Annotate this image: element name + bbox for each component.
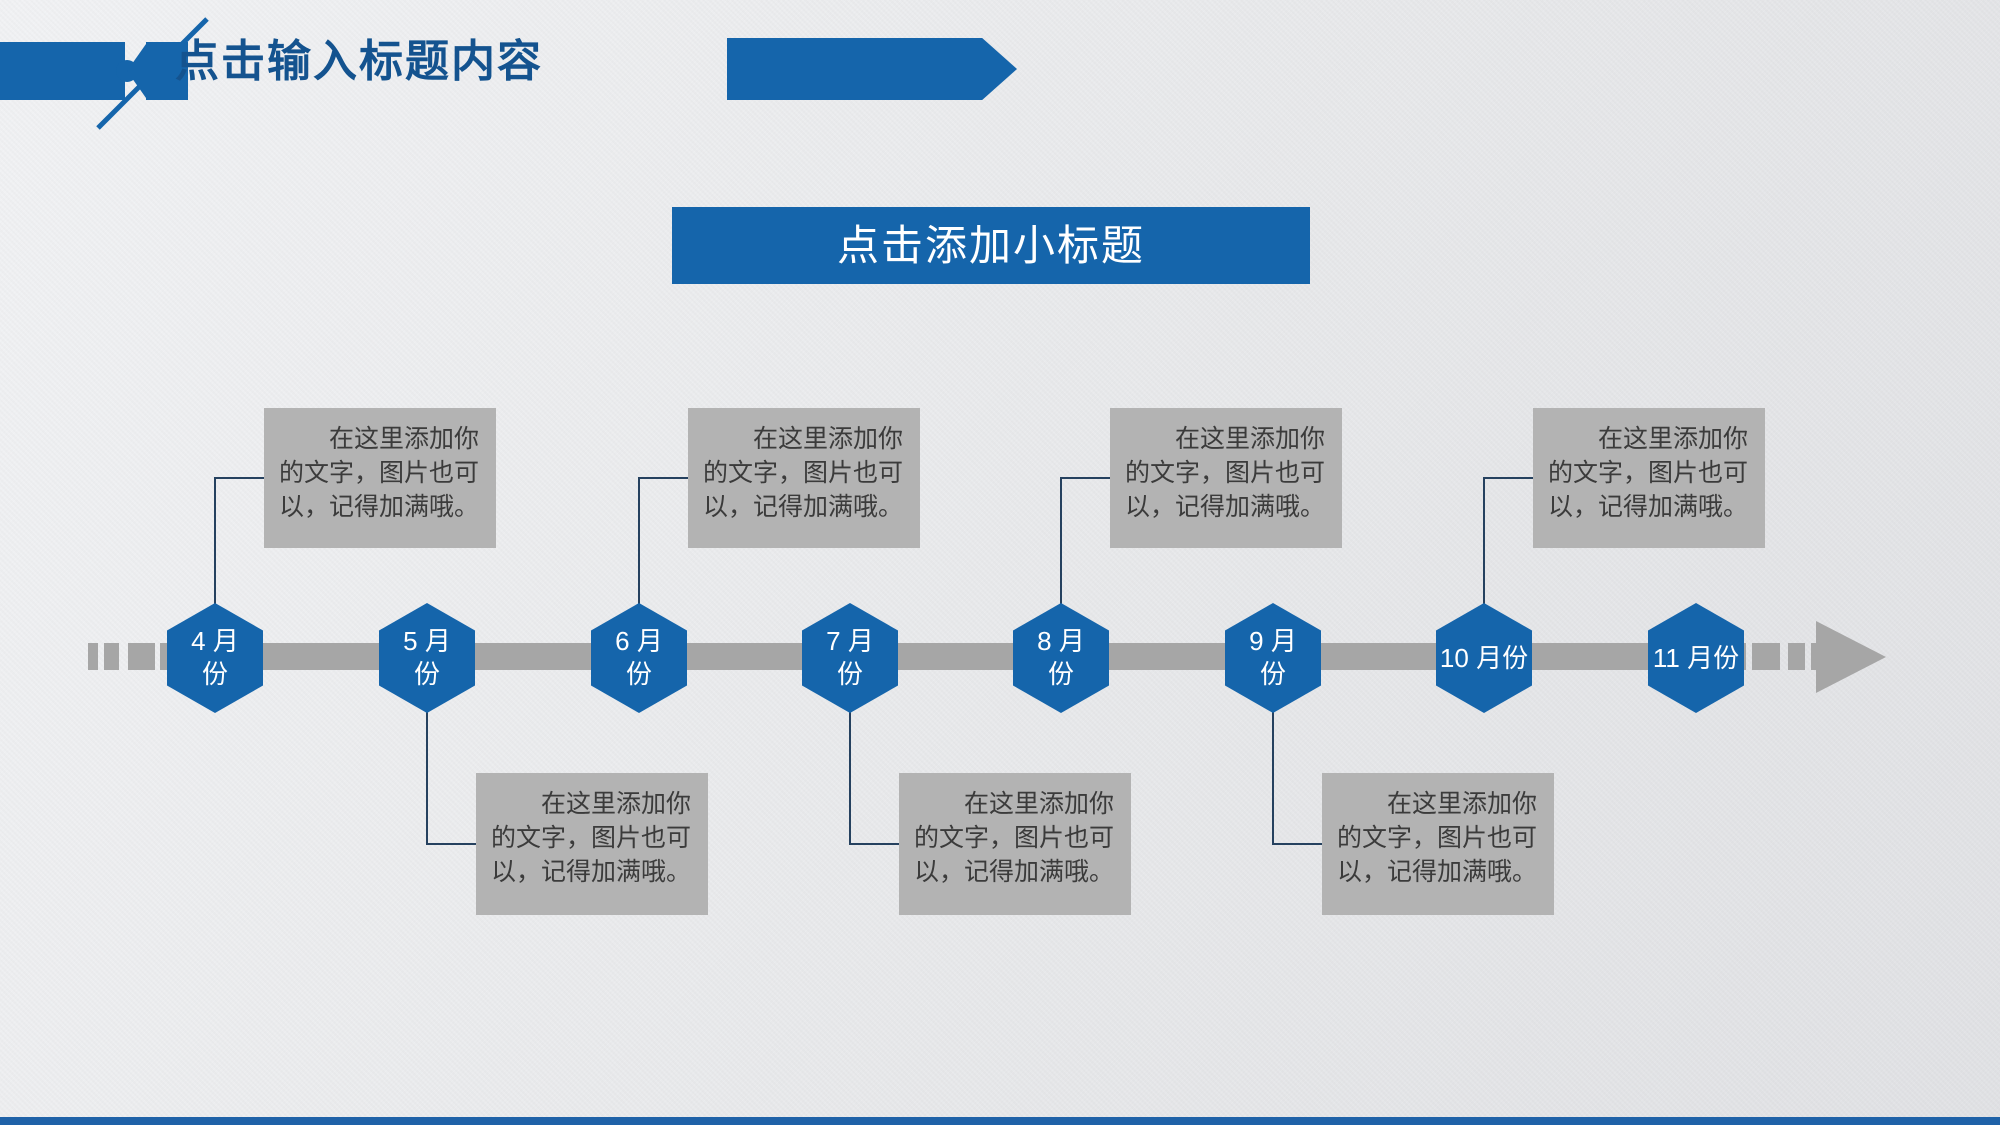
- callout-placeholder-text: 在这里添加你的文字，图片也可以，记得加满哦。: [1337, 790, 1538, 886]
- callout-placeholder-text: 在这里添加你的文字，图片也可以，记得加满哦。: [1125, 425, 1326, 521]
- node-month-label: 4 月份: [191, 626, 239, 689]
- node-month-11[interactable]: 11 月份: [1648, 603, 1744, 713]
- node-month-label: 9 月份: [1249, 626, 1297, 689]
- node-month-10[interactable]: 10 月份: [1436, 603, 1532, 713]
- callout-placeholder-text: 在这里添加你的文字，图片也可以，记得加满哦。: [491, 790, 692, 886]
- callout-placeholder-text: 在这里添加你的文字，图片也可以，记得加满哦。: [1548, 425, 1749, 521]
- node-month-7[interactable]: 7 月份: [802, 603, 898, 713]
- connector-line: [426, 711, 428, 845]
- timeline-dash: [88, 643, 98, 670]
- timeline-dash: [1811, 643, 1820, 670]
- node-month-8[interactable]: 8 月份: [1013, 603, 1109, 713]
- callout-box-month-4[interactable]: 在这里添加你的文字，图片也可以，记得加满哦。: [264, 408, 496, 548]
- flag-banner-icon: [0, 17, 209, 130]
- connector-line: [1060, 478, 1062, 606]
- title-arrow-shape: [727, 38, 1017, 100]
- node-month-5[interactable]: 5 月份: [379, 603, 475, 713]
- connector-line: [849, 711, 851, 845]
- connector-line: [1060, 477, 1111, 479]
- timeline-dash: [128, 643, 155, 670]
- callout-box-month-6[interactable]: 在这里添加你的文字，图片也可以，记得加满哦。: [688, 408, 920, 548]
- callout-placeholder-text: 在这里添加你的文字，图片也可以，记得加满哦。: [703, 425, 904, 521]
- node-month-label: 6 月份: [615, 626, 663, 689]
- callout-placeholder-text: 在这里添加你的文字，图片也可以，记得加满哦。: [914, 790, 1115, 886]
- callout-box-month-8[interactable]: 在这里添加你的文字，图片也可以，记得加满哦。: [1110, 408, 1342, 548]
- node-month-label: 10 月份: [1439, 642, 1529, 673]
- timeline-arrowhead-icon: [1816, 621, 1886, 693]
- connector-line: [849, 843, 900, 845]
- callout-box-month-5[interactable]: 在这里添加你的文字，图片也可以，记得加满哦。: [476, 773, 708, 915]
- callout-box-month-10[interactable]: 在这里添加你的文字，图片也可以，记得加满哦。: [1533, 408, 1765, 548]
- connector-line: [1483, 478, 1485, 606]
- callout-box-month-9[interactable]: 在这里添加你的文字，图片也可以，记得加满哦。: [1322, 773, 1554, 915]
- node-month-6[interactable]: 6 月份: [591, 603, 687, 713]
- timeline-dash: [104, 643, 119, 670]
- timeline-dash: [1788, 643, 1805, 670]
- connector-line: [638, 478, 640, 606]
- node-month-label: 5 月份: [403, 626, 451, 689]
- callout-box-month-7[interactable]: 在这里添加你的文字，图片也可以，记得加满哦。: [899, 773, 1131, 915]
- connector-line: [214, 477, 265, 479]
- connector-line: [1272, 843, 1323, 845]
- node-month-label: 8 月份: [1037, 626, 1085, 689]
- timeline-dash: [1752, 643, 1780, 670]
- node-month-9[interactable]: 9 月份: [1225, 603, 1321, 713]
- connector-line: [426, 843, 477, 845]
- connector-line: [1483, 477, 1534, 479]
- bottom-accent-bar: [0, 1117, 2000, 1125]
- callout-placeholder-text: 在这里添加你的文字，图片也可以，记得加满哦。: [279, 425, 480, 521]
- subtitle-box[interactable]: 点击添加小标题: [672, 207, 1310, 284]
- connector-line: [214, 478, 216, 606]
- connector-line: [638, 477, 689, 479]
- node-month-label: 11 月份: [1652, 642, 1740, 673]
- connector-line: [1272, 711, 1274, 845]
- node-month-4[interactable]: 4 月份: [167, 603, 263, 713]
- node-month-label: 7 月份: [826, 626, 874, 689]
- page-title[interactable]: 点击输入标题内容: [175, 37, 543, 86]
